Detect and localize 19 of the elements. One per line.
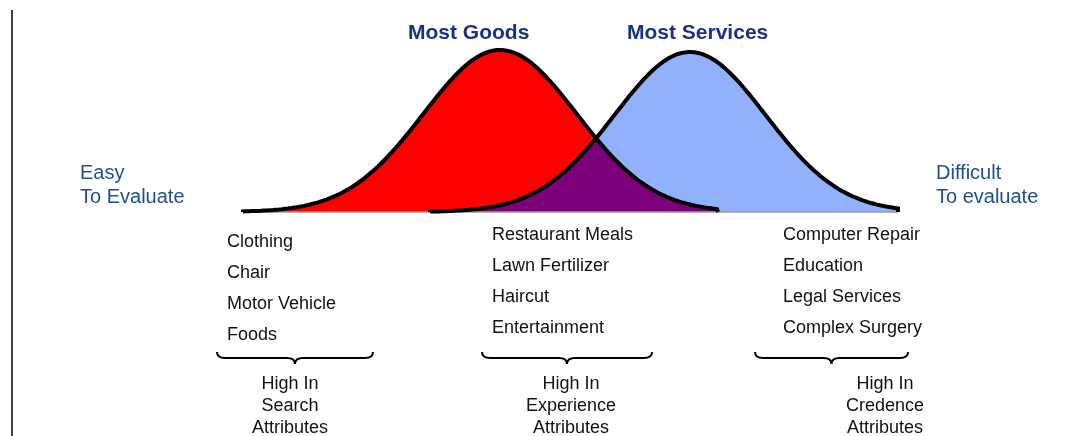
example-item: Haircut bbox=[492, 286, 549, 307]
example-item: Computer Repair bbox=[783, 224, 921, 245]
example-item: Complex Surgery bbox=[783, 317, 923, 338]
category-heading: Most Services bbox=[627, 20, 769, 44]
example-item: Legal Services bbox=[783, 286, 902, 307]
scale-end-label: Difficult To evaluate bbox=[936, 160, 1039, 208]
example-item: Clothing bbox=[227, 231, 294, 252]
example-item: Foods bbox=[227, 324, 278, 345]
example-item: Entertainment bbox=[492, 317, 605, 338]
attribute-caption: High In Experience Attributes bbox=[524, 372, 618, 436]
example-item: Motor Vehicle bbox=[227, 293, 337, 314]
example-item: Restaurant Meals bbox=[492, 224, 634, 245]
attribute-caption: High In Search Attributes bbox=[250, 372, 329, 436]
category-heading: Most Goods bbox=[408, 20, 530, 44]
scale-end-label: Easy To Evaluate bbox=[80, 160, 185, 208]
example-item: Lawn Fertilizer bbox=[492, 255, 610, 276]
example-item: Education bbox=[783, 255, 864, 276]
attribute-caption: High In Credence Attributes bbox=[844, 372, 925, 436]
example-item: Chair bbox=[227, 262, 270, 283]
